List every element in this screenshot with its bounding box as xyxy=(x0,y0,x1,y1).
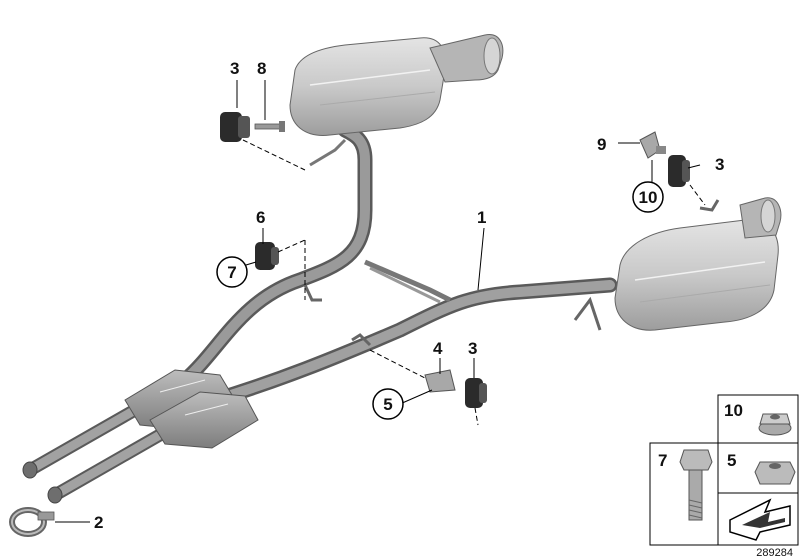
callout-3-lower: 3 xyxy=(468,339,477,358)
hex-nut-icon xyxy=(754,461,796,485)
bracket-9 xyxy=(639,131,666,159)
callout-10-circled: 10 xyxy=(632,181,664,213)
callout-8: 8 xyxy=(257,59,266,78)
callout-4: 4 xyxy=(433,339,443,358)
svg-text:7: 7 xyxy=(227,263,236,282)
catalytic-converter xyxy=(124,369,259,449)
svg-text:10: 10 xyxy=(639,188,658,207)
diagram-number: 289284 xyxy=(756,547,793,559)
legend-label-5: 5 xyxy=(727,451,736,470)
legend-label-10: 10 xyxy=(724,401,743,420)
rear-right-muffler xyxy=(614,197,782,331)
svg-text:5: 5 xyxy=(383,395,392,414)
callout-5-circled: 5 xyxy=(372,388,404,420)
callout-7-circled: 7 xyxy=(216,256,248,288)
legend-label-7: 7 xyxy=(658,451,667,470)
direction-arrow-icon xyxy=(729,498,791,541)
parts-legend: 10 5 7 xyxy=(649,394,799,546)
rear-left-muffler xyxy=(289,34,504,167)
callout-6: 6 xyxy=(256,208,265,227)
leader-lines xyxy=(55,80,706,523)
callout-2: 2 xyxy=(94,513,103,532)
rubber-mount-3-lower xyxy=(465,378,487,408)
rubber-mount-3-upper xyxy=(220,112,250,142)
callout-9: 9 xyxy=(597,135,606,154)
callout-3-upper: 3 xyxy=(230,59,239,78)
rubber-mount-3-right xyxy=(668,155,690,187)
callout-3-right: 3 xyxy=(715,155,724,174)
bracket-4 xyxy=(424,369,456,393)
pipe-clamp-2 xyxy=(9,507,55,537)
exhaust-pipe-assembly xyxy=(22,122,618,504)
bolt-icon xyxy=(679,449,713,521)
callout-1: 1 xyxy=(477,208,486,227)
flange-nut-icon xyxy=(758,413,792,436)
bolt-8 xyxy=(254,121,285,132)
rubber-mount-6 xyxy=(255,242,279,270)
